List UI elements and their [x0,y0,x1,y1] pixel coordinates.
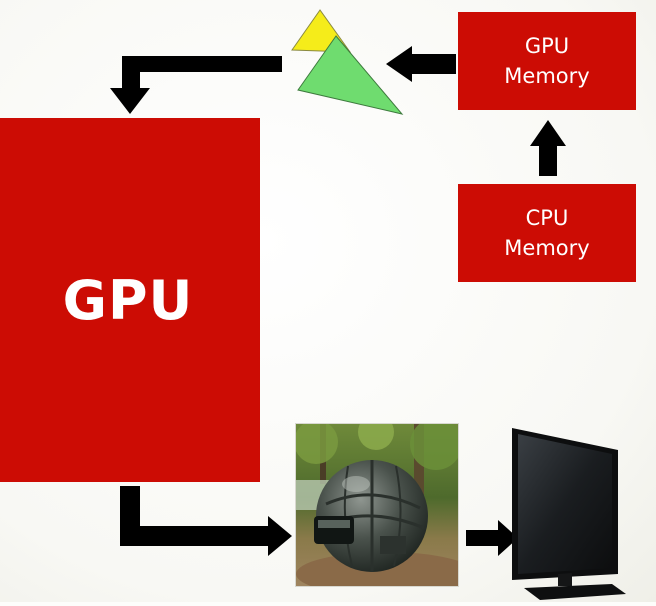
arrow-gpu-memory-to-triangles [386,46,456,82]
cpu-memory-box: CPU Memory [458,184,636,282]
arrow-triangles-to-gpu [110,56,282,114]
arrow-gpu-to-rendered-image [120,486,292,556]
rendered-scene-image [295,423,459,587]
arrow-cpu-memory-to-gpu-memory [530,120,566,176]
cpu-memory-label-line1: CPU [525,206,569,230]
gpu-memory-label: GPU Memory [504,31,589,91]
cpu-memory-label-line2: Memory [504,236,590,260]
gpu-memory-box: GPU Memory [458,12,636,110]
arrow-image-to-monitor [466,520,518,556]
cpu-memory-label: CPU Memory [504,203,589,263]
gpu-memory-label-line2: Memory [504,64,590,88]
monitor-icon [510,424,636,602]
gpu-box: GPU [0,118,260,482]
monitor-graphic [512,428,626,600]
gpu-memory-label-line1: GPU [524,34,570,58]
rendered-scene-graphic [296,424,458,586]
geometry-triangles-icon [291,9,404,115]
gpu-label: GPU [62,268,194,332]
